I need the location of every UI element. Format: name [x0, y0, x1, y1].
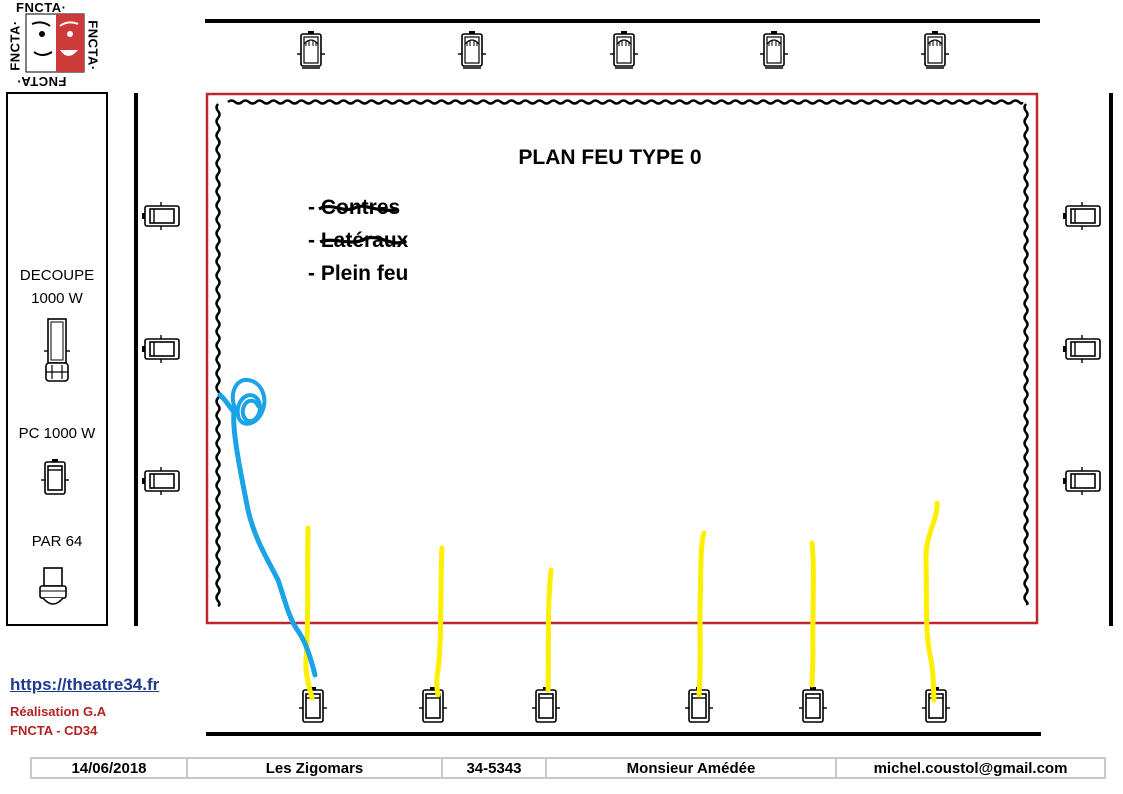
- pc-projector-icon[interactable]: [296, 30, 326, 69]
- pc-projector-sideways-icon[interactable]: [1062, 201, 1101, 231]
- beam-stroke: [809, 540, 816, 688]
- beam-stroke: [545, 567, 554, 693]
- right-curtain: [1023, 103, 1029, 606]
- legend-decoupe-power: 1000 W: [31, 290, 83, 307]
- logo-text: FNCTA·: [16, 74, 67, 89]
- info-play: Monsieur Amédée: [547, 759, 837, 777]
- credit-org: FNCTA - CD34: [10, 723, 98, 738]
- left-curtain: [215, 103, 221, 608]
- cable-scribble: [217, 392, 318, 678]
- info-email: michel.coustol@gmail.com: [873, 759, 1068, 777]
- beam-stroke: [434, 545, 445, 698]
- pc-projector-icon[interactable]: [457, 30, 487, 69]
- legend-pc-label: PC 1000 W: [18, 425, 96, 442]
- pc-projector-sideways-icon[interactable]: [1062, 466, 1101, 496]
- stage-area: [205, 92, 1039, 625]
- plan-item: - Plein feu: [308, 262, 408, 286]
- logo-text: FNCTA·: [16, 0, 67, 15]
- pc-projector-sideways-icon[interactable]: [141, 466, 180, 496]
- fncta-logo: FNCTA· FNCTA· FNCTA· FNCTA·: [8, 0, 101, 90]
- pc-projector-sideways-icon[interactable]: [1062, 334, 1101, 364]
- pc-projector-icon[interactable]: [418, 686, 448, 723]
- pc-projector-icon[interactable]: [798, 686, 828, 723]
- legend-decoupe-label: DECOUPE: [19, 267, 95, 284]
- plan-item: - Latéraux: [308, 229, 408, 253]
- info-company: Les Zigomars: [188, 759, 443, 777]
- strike-scribble: [318, 204, 399, 212]
- beam-stroke: [923, 500, 940, 703]
- pc-projector-sideways-icon[interactable]: [141, 201, 180, 231]
- plan-item: - Contres: [308, 196, 400, 220]
- logo-text: FNCTA·: [85, 20, 101, 71]
- website-link[interactable]: https://theatre34.fr: [10, 675, 160, 694]
- pc-projector-icon[interactable]: [531, 686, 561, 723]
- plan-title: PLAN FEU TYPE 0: [518, 146, 702, 169]
- back-curtain: [227, 99, 1024, 105]
- info-bar: 14/06/2018 Les Zigomars 34-5343 Monsieur…: [30, 757, 1106, 779]
- pc-projector-icon[interactable]: [920, 30, 950, 69]
- cable-coil: [230, 377, 267, 426]
- info-date: 14/06/2018: [32, 759, 188, 777]
- pc-projector-sideways-icon[interactable]: [141, 334, 180, 364]
- strike-scribble: [319, 235, 408, 245]
- legend-panel: DECOUPE 1000 W PC 1000 W PAR 64: [6, 92, 108, 626]
- logo-text: FNCTA·: [7, 20, 23, 71]
- beam-stroke: [303, 525, 315, 701]
- pc-projector-icon[interactable]: [759, 30, 789, 69]
- legend-par-label: PAR 64: [31, 533, 83, 550]
- pc-projector-icon[interactable]: [609, 30, 639, 69]
- info-code: 34-5343: [443, 759, 547, 777]
- credit-author: Réalisation G.A: [10, 704, 107, 719]
- beam-stroke: [696, 530, 707, 698]
- plan-item-label: - Plein feu: [308, 262, 409, 285]
